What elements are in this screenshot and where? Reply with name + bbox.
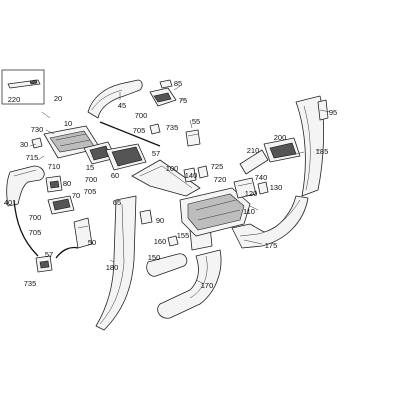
callout-715: 715 [25, 153, 39, 162]
callout-30: 30 [19, 140, 29, 149]
callout-80: 80 [62, 179, 72, 188]
part-60-vent [105, 143, 147, 171]
callout-57-top: 57 [151, 149, 161, 158]
part-720-clip [197, 165, 209, 179]
part-30-clip [31, 137, 43, 149]
callout-50: 50 [87, 238, 97, 247]
part-120-clip [257, 181, 269, 195]
callout-200: 200 [273, 133, 287, 142]
callout-110: 110 [243, 207, 255, 216]
callout-15: 15 [85, 163, 95, 172]
callout-735-low: 735 [23, 279, 37, 288]
callout-90: 90 [155, 216, 165, 225]
callout-75: 75 [178, 96, 188, 105]
part-left-duct [6, 165, 45, 207]
callout-170: 170 [200, 281, 214, 290]
part-150-duct [146, 253, 188, 277]
callout-57-low: 57 [44, 250, 54, 259]
callout-100: 100 [165, 164, 179, 173]
part-170-duct [157, 249, 222, 319]
callout-55: 55 [191, 117, 201, 126]
part-110-heater-box [179, 187, 251, 237]
callout-85: 85 [173, 79, 183, 88]
callout-700-low: 700 [28, 213, 42, 222]
callout-730: 730 [30, 125, 44, 134]
part-200-vent [263, 137, 301, 163]
callout-185: 185 [315, 147, 329, 156]
part-160-clip [167, 235, 179, 247]
callout-210: 210 [246, 146, 260, 155]
callout-150: 150 [147, 253, 161, 262]
part-220-drawing [1, 69, 45, 105]
leader-lines [29, 85, 331, 285]
callout-725: 725 [210, 162, 224, 171]
part-210-duct [239, 149, 269, 175]
callout-60: 60 [110, 171, 120, 180]
callout-130: 130 [269, 183, 283, 192]
callout-180: 180 [105, 263, 119, 272]
part-50-duct [73, 217, 93, 249]
part-80-bracket [45, 175, 63, 193]
callout-20: 20 [53, 94, 63, 103]
part-735-clip [149, 123, 161, 135]
part-70-vent [47, 195, 75, 215]
callout-175: 175 [264, 241, 278, 250]
part-175-duct [231, 195, 309, 249]
callout-220: 220 [7, 95, 21, 104]
callout-40: 40 [3, 198, 13, 207]
part-90-clip [139, 209, 153, 225]
callout-95: 95 [328, 108, 338, 117]
callout-740: 740 [254, 173, 268, 182]
part-57-clip [35, 255, 53, 273]
callout-160: 160 [153, 237, 167, 246]
callout-120: 120 [244, 189, 258, 198]
part-75-vent [149, 79, 177, 107]
callout-10: 10 [63, 119, 73, 128]
assembly-arrows [13, 121, 161, 259]
part-15-vent [83, 141, 117, 165]
callout-705-low: 705 [28, 228, 42, 237]
callout-710: 710 [47, 162, 61, 171]
part-740-item [233, 177, 257, 199]
part-95-clip [317, 99, 329, 121]
callout-705-top: 705 [132, 126, 146, 135]
part-180-duct [95, 195, 137, 331]
callout-705-mid: 705 [83, 187, 97, 196]
callout-700-top: 700 [134, 111, 148, 120]
callout-45: 45 [117, 101, 127, 110]
part-55-item [185, 129, 201, 147]
callout-155: 155 [176, 231, 190, 240]
callout-140: 140 [184, 171, 198, 180]
part-45-duct [87, 79, 143, 119]
callout-65: 65 [112, 198, 122, 207]
callout-735-top: 735 [165, 123, 179, 132]
part-100-duct [131, 159, 201, 197]
callout-720: 720 [213, 175, 227, 184]
callout-700-mid: 700 [84, 175, 98, 184]
part-140-clip [183, 167, 197, 183]
callout-70: 70 [71, 191, 81, 200]
